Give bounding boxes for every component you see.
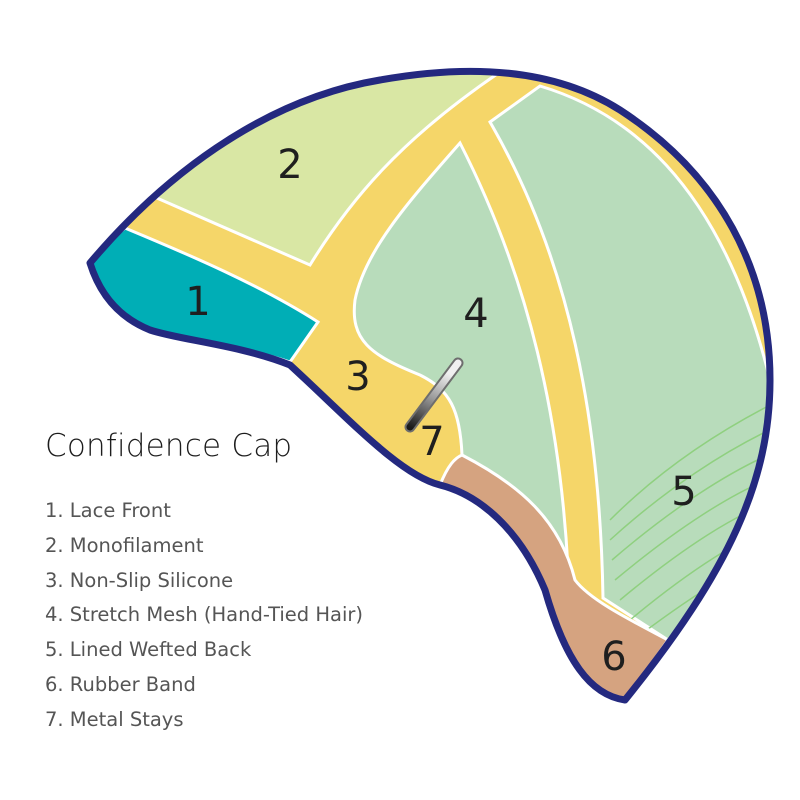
legend: 1. Lace Front 2. Monofilament 3. Non-Sli… xyxy=(45,494,363,738)
region-number-1: 1 xyxy=(185,279,210,325)
metal-stay-fill xyxy=(406,359,462,431)
cap-outline xyxy=(86,67,774,704)
legend-item-wefted-back: 5. Lined Wefted Back xyxy=(45,638,252,662)
legend-item-silicone: 3. Non-Slip Silicone xyxy=(45,568,234,592)
legend-item-lace-front: 1. Lace Front xyxy=(45,499,171,522)
diagram-title: Confidence Cap xyxy=(45,428,293,464)
legend-item-rubber-band: 6. Rubber Band xyxy=(45,672,196,696)
region-number-7: 7 xyxy=(419,419,444,465)
region-number-3: 3 xyxy=(345,354,370,400)
region-number-2: 2 xyxy=(277,142,302,188)
region-number-4: 4 xyxy=(463,291,488,337)
legend-item-metal-stays: 7. Metal Stays xyxy=(45,707,184,731)
legend-item-monofilament: 2. Monofilament xyxy=(45,533,204,557)
region-number-6: 6 xyxy=(601,634,626,680)
legend-item-stretch-mesh: 4. Stretch Mesh (Hand-Tied Hair) xyxy=(45,603,364,627)
region-number-5: 5 xyxy=(671,469,696,515)
